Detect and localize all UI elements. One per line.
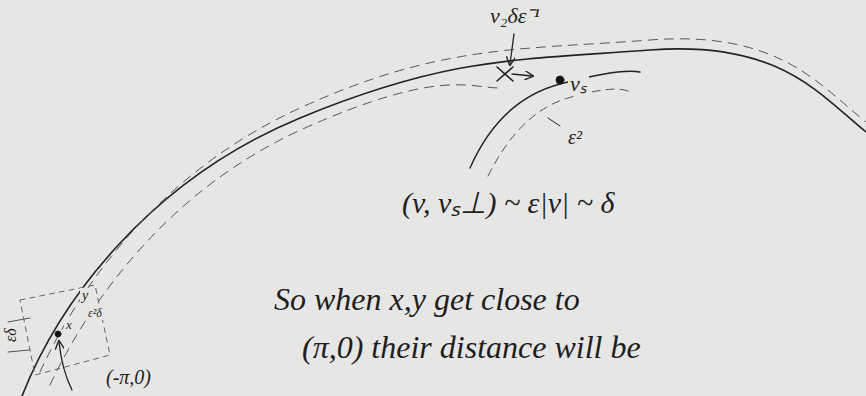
vector-label: vₛ bbox=[568, 72, 589, 96]
point-dot bbox=[556, 76, 564, 84]
cross bbox=[497, 67, 513, 81]
relation-note: (v, vₛ⊥) ~ ε|v| ~ δ bbox=[400, 186, 616, 219]
note-line: So when x,y get close to bbox=[272, 282, 582, 317]
small-box bbox=[20, 285, 110, 375]
coordinate-label: (-π,0) bbox=[104, 366, 153, 388]
vector-label: v₂δε⁻¹ bbox=[488, 4, 542, 28]
main-curve bbox=[22, 49, 866, 396]
width-label: εδ bbox=[2, 326, 20, 344]
note-line: (π,0) their distance will be bbox=[300, 330, 643, 365]
band-width: ε² bbox=[566, 126, 584, 148]
pointer-arrow bbox=[59, 342, 72, 390]
upper-band bbox=[40, 39, 866, 372]
second-curve bbox=[470, 71, 640, 168]
point-label: x bbox=[64, 318, 74, 332]
second-band bbox=[488, 89, 630, 176]
point-label: y bbox=[80, 288, 90, 303]
band-bracket bbox=[548, 118, 560, 126]
down-arrow bbox=[510, 34, 514, 64]
x-dot bbox=[55, 331, 61, 337]
vs-arrow bbox=[512, 74, 532, 76]
distance-label: ε²δ bbox=[86, 307, 104, 320]
